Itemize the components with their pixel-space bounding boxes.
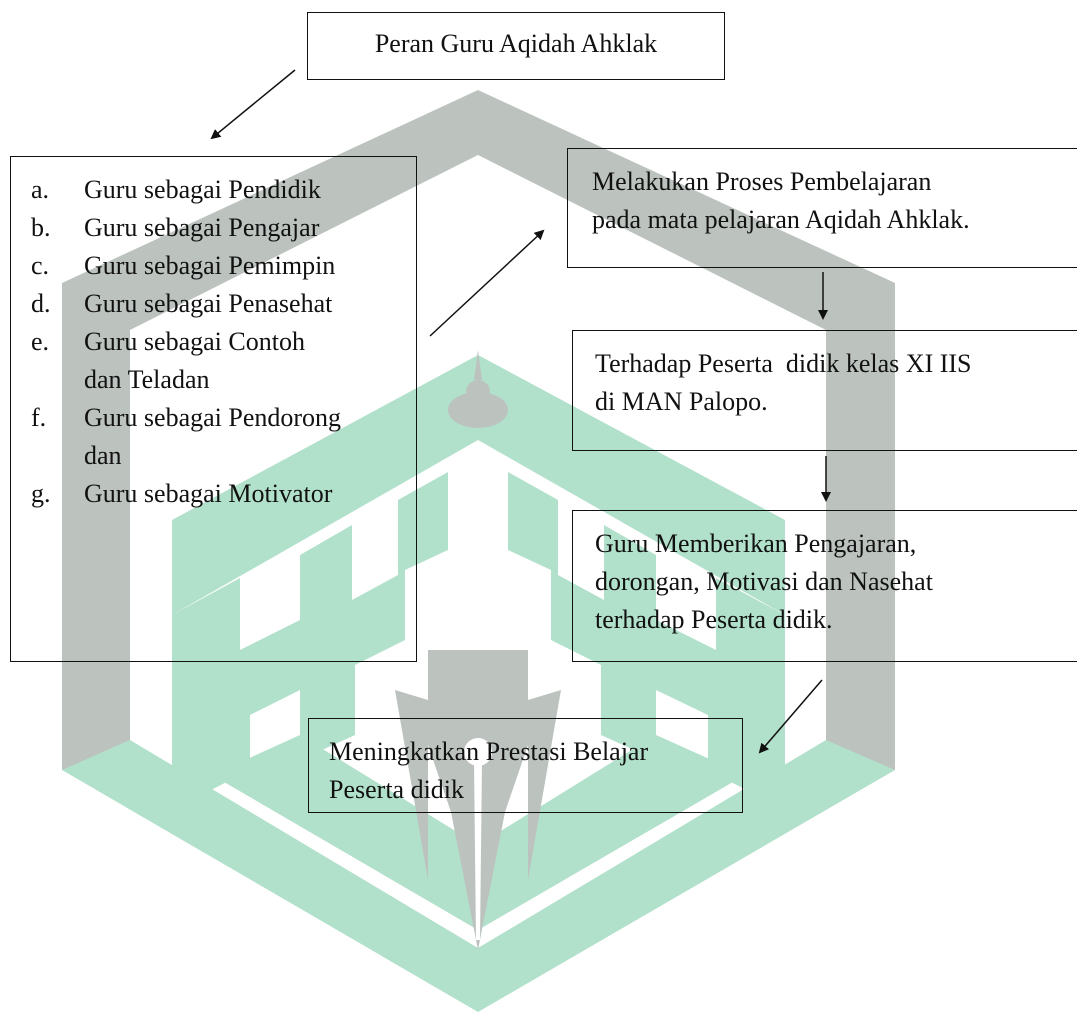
arrow-give-to-result [758,679,823,754]
role-text: Guru sebagai Penasehat [84,289,333,318]
role-marker: f. [31,403,47,432]
watermark-gray-left-wing [395,690,428,880]
target-box: Terhadap Peserta didik kelas XI IIS di M… [572,330,1077,451]
role-item: f. Guru sebagai Pendorong dan [31,399,416,475]
watermark-gray-spire [474,350,482,380]
arrow-title-to-roles [210,69,296,140]
give-box: Guru Memberikan Pengajaran, dorongan, Mo… [572,510,1077,662]
role-item: e. Guru sebagai Contoh dan Teladan [31,323,416,399]
role-item: b. Guru sebagai Pengajar [31,209,416,247]
watermark-gray-right-wing [528,690,561,880]
role-item: c. Guru sebagai Pemimpin [31,247,416,285]
role-item: g. Guru sebagai Motivator [31,475,416,513]
role-text: Guru sebagai Pengajar [84,213,320,242]
arrow-roles-to-process [429,229,545,337]
title-box: Peran Guru Aqidah Ahklak [307,12,725,80]
title-text: Peran Guru Aqidah Ahklak [374,29,658,58]
role-text-continued: dan [84,441,122,470]
result-box: Meningkatkan Prestasi Belajar Peserta di… [308,718,743,813]
watermark-nib-slit [474,760,482,940]
give-line: terhadap Peserta didik. [595,605,833,634]
role-text: Guru sebagai Contoh [84,327,305,356]
role-marker: c. [31,251,50,280]
role-text-continued: dan Teladan [84,365,210,394]
process-box: Melakukan Proses Pembelajaran pada mata … [567,148,1077,268]
watermark-gray-dome [448,392,508,428]
roles-list: a. Guru sebagai Pendidik b. Guru sebagai… [31,171,416,513]
role-text: Guru sebagai Pendidik [84,175,321,204]
role-marker: b. [31,213,51,242]
role-item: d. Guru sebagai Penasehat [31,285,416,323]
watermark-green-bottom [62,740,895,1012]
give-line: dorongan, Motivasi dan Nasehat [595,567,933,596]
watermark-green-inner-chevron [212,735,745,930]
roles-box: a. Guru sebagai Pendidik b. Guru sebagai… [10,156,417,662]
result-line: Peserta didik [329,775,465,804]
watermark-green-right-steps [508,472,785,810]
role-text: Guru sebagai Motivator [84,479,333,508]
give-line: Guru Memberikan Pengajaran, [595,529,917,558]
role-marker: e. [31,327,50,356]
watermark-green-left-steps [172,472,448,810]
target-line: di MAN Palopo. [595,387,768,416]
result-line: Meningkatkan Prestasi Belajar [329,737,649,766]
process-line: pada mata pelajaran Aqidah Ahklak. [592,205,970,234]
process-line: Melakukan Proses Pembelajaran [592,167,932,196]
role-text: Guru sebagai Pemimpin [84,251,336,280]
role-marker: g. [31,479,51,508]
role-marker: a. [31,175,50,204]
role-item: a. Guru sebagai Pendidik [31,171,416,209]
watermark-nib-hole [464,738,492,766]
role-marker: d. [31,289,51,318]
role-text: Guru sebagai Pendorong [84,403,342,432]
target-line: Terhadap Peserta didik kelas XI IIS [595,349,972,378]
